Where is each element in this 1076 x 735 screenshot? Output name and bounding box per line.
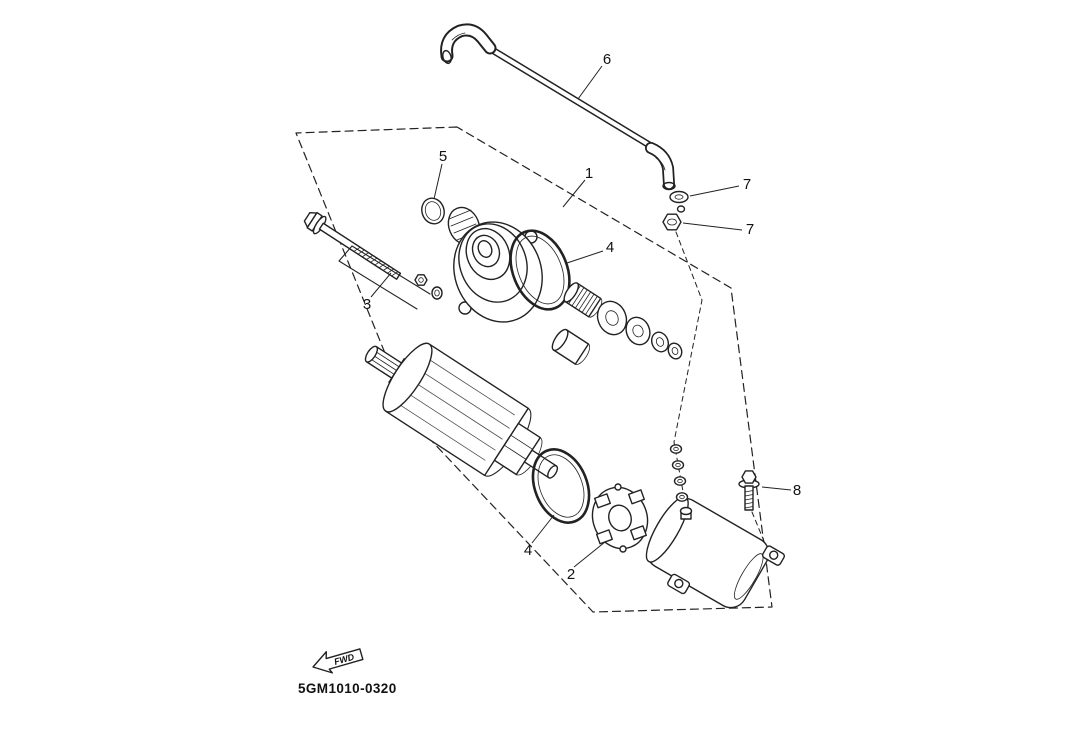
washer-set: [596, 300, 683, 360]
part-2-brush-plate: [591, 483, 649, 553]
bolt-bracket-edge: [338, 245, 443, 310]
callout-4-front: 4: [606, 239, 614, 256]
terminal-washer-stack: [669, 444, 693, 520]
front-bracket: [447, 206, 543, 323]
callout-4-rear: 4: [524, 542, 532, 559]
callout-1: 1: [585, 165, 593, 182]
callout-2: 2: [567, 566, 575, 583]
assembly-axis-lines: [673, 231, 769, 552]
diagram-code: 5GM1010-0320: [298, 681, 397, 696]
part-4-o-ring-front: [509, 229, 571, 311]
part-6-lead-wire: [440, 23, 676, 191]
part-4-o-ring-rear: [531, 448, 591, 524]
needle-bearing: [563, 282, 603, 318]
callout-3: 3: [363, 296, 371, 313]
part-5-o-ring: [421, 197, 445, 225]
callout-8: 8: [793, 482, 801, 499]
boundary-outline: [295, 126, 773, 613]
callout-leaders: [370, 65, 792, 568]
part-7-washer-nut: [662, 190, 689, 231]
armature: [364, 342, 559, 479]
rear-cover: [645, 496, 785, 609]
fwd-arrow: FWD: [312, 648, 364, 674]
callout-5: 5: [439, 148, 447, 165]
spacer-roller: [551, 328, 591, 365]
callout-7-lower: 7: [746, 221, 754, 238]
part-8-bolt: [738, 470, 760, 511]
callout-6: 6: [603, 51, 611, 68]
callout-labels: 6 5 1 7 7 4 3 4 2 8: [363, 51, 801, 583]
callout-7-upper: 7: [743, 176, 751, 193]
